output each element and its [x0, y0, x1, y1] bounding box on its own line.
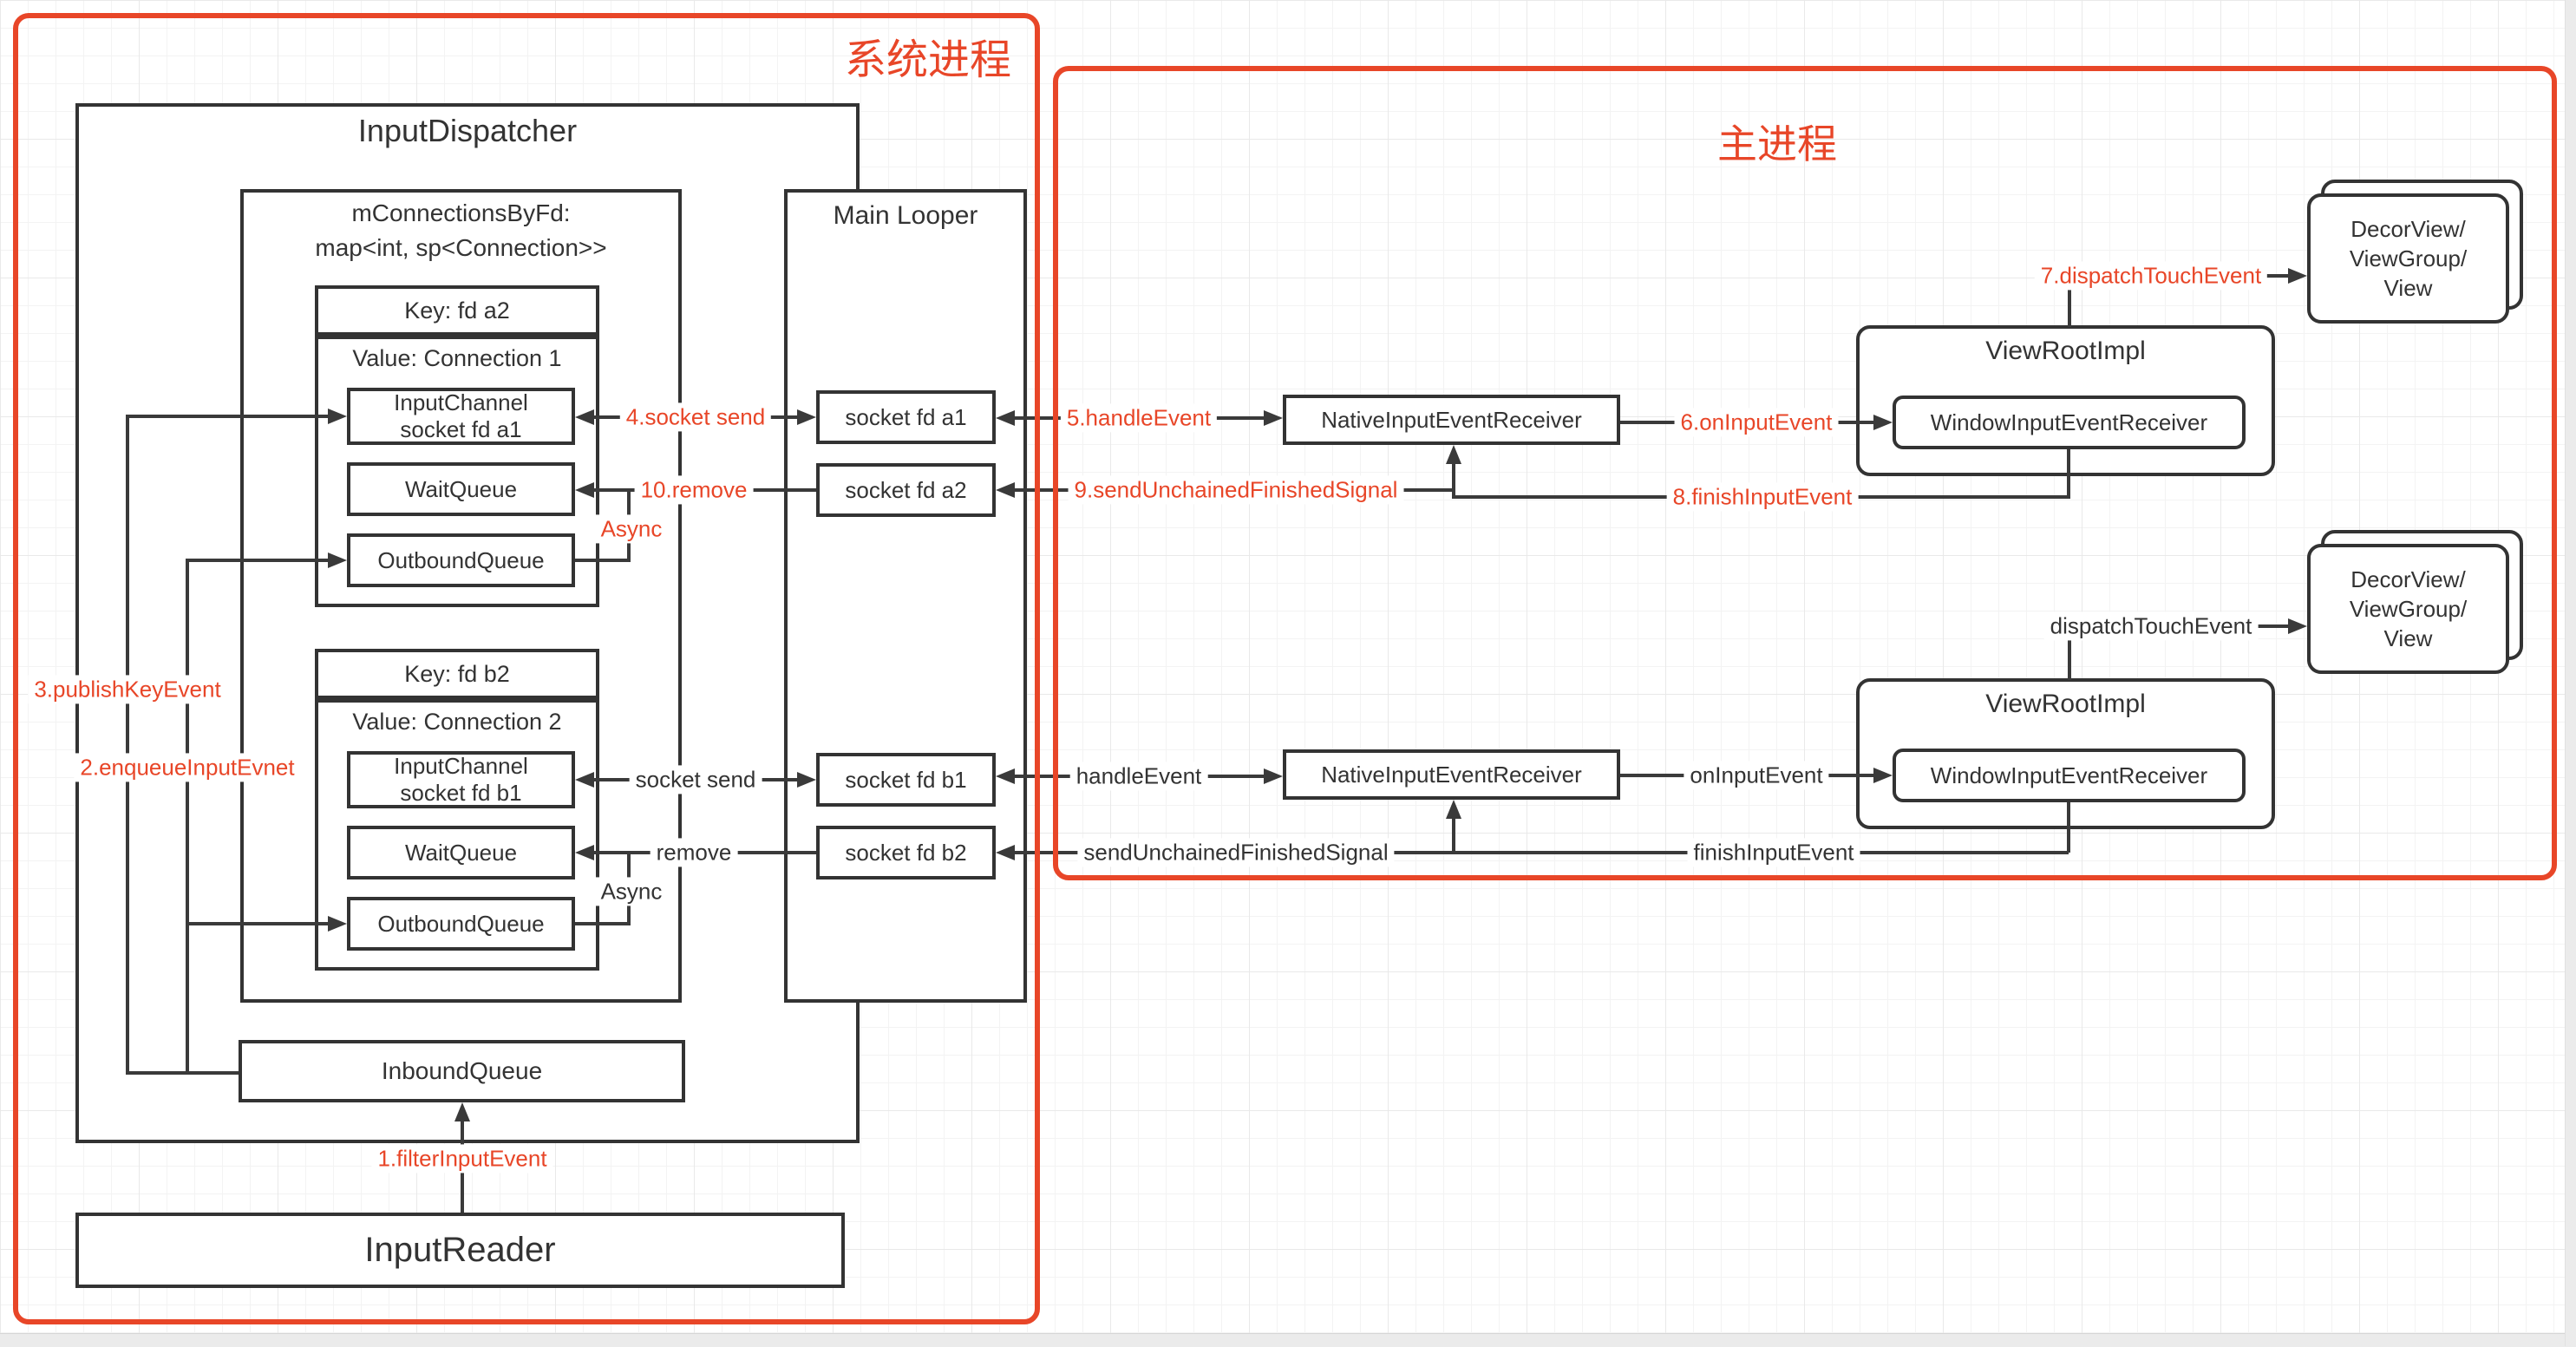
label-remove-1: 10.remove — [634, 475, 754, 505]
edge-remove-2-arrow-left — [575, 845, 594, 860]
edge-handle-event-2-arrow-left — [996, 768, 1015, 784]
label-filter-input-event: 1.filterInputEvent — [371, 1144, 553, 1174]
edge-inbound-join-horizontal — [126, 1071, 240, 1075]
label-handle-event-1: 5.handleEvent — [1060, 403, 1218, 433]
edge-on-input-event-2-arrowhead — [1873, 768, 1893, 783]
edge-dispatch-1-arrowhead — [2288, 268, 2307, 284]
decor-view-1-box: DecorView/ ViewGroup/ View — [2307, 193, 2509, 324]
label-remove-2: remove — [650, 838, 738, 867]
edge-finish-1-drop — [2067, 449, 2070, 499]
edge-socket-send-2-arrow-right — [797, 772, 816, 788]
edge-handle-event-1-arrow-left — [996, 410, 1015, 426]
edge-enqueue-arrowhead-2 — [328, 916, 347, 932]
label-dispatch-touch-event-1: 7.dispatchTouchEvent — [2034, 261, 2268, 291]
socket-fd-b2-box: socket fd b2 — [816, 826, 996, 879]
edge-socket-send-2-arrow-left — [575, 772, 594, 788]
edge-finish-1-arrowhead — [1446, 445, 1461, 464]
edge-on-input-event-1-arrowhead — [1873, 415, 1893, 430]
label-async-1: Async — [594, 514, 669, 544]
connection1-value-title: Value: Connection 1 — [352, 345, 562, 371]
edge-enqueue-arrowhead-1 — [328, 553, 347, 568]
edge-publish-vertical — [126, 415, 129, 1075]
wait-queue-1-box: WaitQueue — [347, 462, 575, 516]
input-channel-b1-text: InputChannel socket fd b1 — [394, 753, 528, 806]
input-dispatcher-title: InputDispatcher — [357, 113, 578, 148]
edge-enqueue-vertical — [186, 559, 189, 1075]
edge-send-unchained-1-arrowhead — [996, 482, 1015, 498]
connections-map-title-line2: map<int, sp<Connection>> — [315, 234, 607, 261]
edge-socket-send-1-arrow-right — [797, 409, 816, 425]
edge-handle-event-2-arrow-right — [1264, 768, 1283, 784]
label-send-unchained-1: 9.sendUnchainedFinishedSignal — [1068, 475, 1404, 505]
main-process-group-label: 主进程 — [1717, 121, 1837, 167]
connection2-key-box: Key: fd b2 — [315, 649, 599, 699]
label-on-input-event-1: 6.onInputEvent — [1674, 408, 1839, 437]
view-root-impl-2-title: ViewRootImpl — [1985, 690, 2146, 718]
label-enqueue-input-event: 2.enqueueInputEvnet — [74, 753, 301, 782]
native-input-event-receiver-1-box: NativeInputEventReceiver — [1283, 395, 1620, 445]
socket-fd-a2-box: socket fd a2 — [816, 463, 996, 517]
socket-fd-a1-box: socket fd a1 — [816, 390, 996, 444]
label-send-unchained-2: sendUnchainedFinishedSignal — [1077, 838, 1395, 867]
input-channel-b1-box: InputChannel socket fd b1 — [347, 751, 575, 808]
edge-socket-send-1-arrow-left — [575, 409, 594, 425]
view-root-impl-1-title: ViewRootImpl — [1985, 337, 2146, 365]
label-dispatch-touch-event-2: dispatchTouchEvent — [2043, 611, 2259, 641]
input-channel-a1-text: InputChannel socket fd a1 — [394, 389, 528, 442]
native-input-event-receiver-2-box: NativeInputEventReceiver — [1283, 749, 1620, 800]
input-reader-box: InputReader — [75, 1213, 845, 1288]
input-channel-a1-box: InputChannel socket fd a1 — [347, 388, 575, 445]
edge-send-unchained-2-arrowhead — [996, 845, 1015, 860]
edge-async-2-horizontal — [575, 922, 631, 925]
label-on-input-event-2: onInputEvent — [1684, 761, 1829, 790]
edge-handle-event-1-arrow-right — [1264, 410, 1283, 426]
edge-finish-2-horizontal — [1013, 851, 2069, 854]
label-socket-send-1: 4.socket send — [619, 402, 772, 432]
system-process-group-label: 系统进程 — [844, 37, 1012, 83]
edge-publish-arrowhead — [328, 409, 347, 424]
connection1-key-box: Key: fd a2 — [315, 285, 599, 336]
main-looper-box — [784, 189, 1027, 1003]
connection2-value-title: Value: Connection 2 — [352, 709, 562, 735]
edge-finish-1-rise — [1452, 462, 1455, 497]
inbound-queue-box: InboundQueue — [239, 1040, 685, 1102]
label-socket-send-2: socket send — [629, 765, 762, 794]
edge-async-1-horizontal — [575, 559, 631, 562]
edge-dispatch-2-arrowhead — [2288, 618, 2307, 634]
main-looper-title: Main Looper — [833, 201, 978, 230]
edge-finish-2-rise — [1452, 817, 1455, 853]
edge-enqueue-horizontal-1 — [186, 559, 328, 562]
edge-dispatch-2-vertical — [2068, 624, 2071, 680]
label-finish-input-event-2: finishInputEvent — [1687, 838, 1860, 867]
window-input-event-receiver-1-box: WindowInputEventReceiver — [1893, 396, 2246, 449]
label-finish-input-event-1: 8.finishInputEvent — [1666, 482, 1859, 512]
bottom-scrollbar-track[interactable] — [0, 1333, 2576, 1347]
edge-remove-1-arrow-left — [575, 482, 594, 498]
edge-dispatch-1-vertical — [2068, 274, 2071, 327]
decor-view-1-text: DecorView/ ViewGroup/ View — [2349, 216, 2468, 301]
decor-view-2-box: DecorView/ ViewGroup/ View — [2307, 544, 2509, 674]
wait-queue-2-box: WaitQueue — [347, 826, 575, 879]
label-async-2: Async — [594, 877, 669, 906]
decor-view-2-text: DecorView/ ViewGroup/ View — [2349, 566, 2468, 651]
outbound-queue-1-box: OutboundQueue — [347, 533, 575, 587]
edge-finish-2-drop — [2067, 802, 2070, 853]
label-handle-event-2: handleEvent — [1069, 762, 1208, 791]
edge-enqueue-horizontal-2 — [186, 922, 328, 925]
label-publish-key-event: 3.publishKeyEvent — [28, 675, 227, 704]
socket-fd-b1-box: socket fd b1 — [816, 753, 996, 807]
window-input-event-receiver-2-box: WindowInputEventReceiver — [1893, 749, 2246, 802]
edge-filter-arrowhead — [454, 1102, 470, 1121]
connections-map-title-line1: mConnectionsByFd: — [351, 199, 571, 226]
outbound-queue-2-box: OutboundQueue — [347, 897, 575, 951]
right-scrollbar-track[interactable] — [2565, 0, 2576, 1346]
edge-finish-2-arrowhead — [1446, 800, 1461, 819]
edge-publish-horizontal — [126, 415, 328, 418]
